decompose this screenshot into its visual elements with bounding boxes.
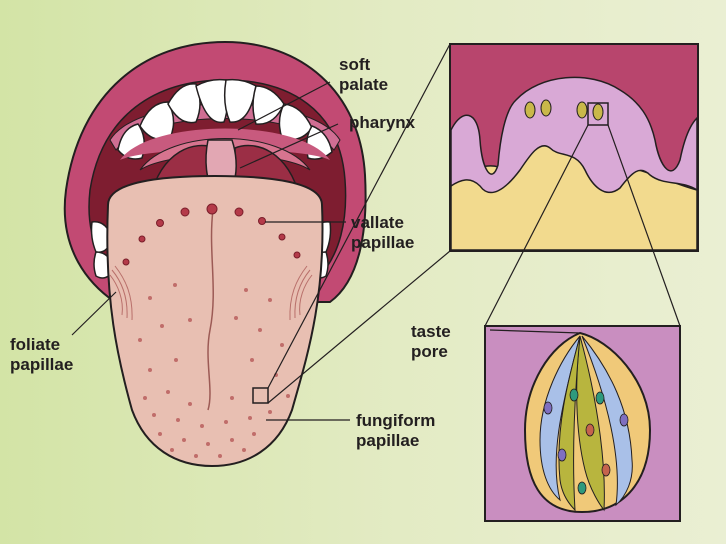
taste-bud-inset	[484, 325, 681, 522]
label-foliate-papillae-line-2: papillae	[10, 355, 74, 374]
taste-bud-cell-green	[576, 335, 605, 512]
cell-nuclei	[543, 388, 629, 495]
label-soft-palate: soft palate	[339, 55, 388, 95]
taste-bud-cell-blue-2	[581, 335, 633, 507]
label-vallate-papillae: vallate papillae	[351, 213, 414, 253]
label-soft-palate-line-1: soft	[339, 55, 371, 74]
upper-teeth	[117, 78, 333, 160]
vallate-papillae-dots	[122, 203, 301, 266]
label-taste-pore-line-2: pore	[411, 342, 448, 361]
taste-bud-detail-box	[587, 102, 609, 126]
foliate-ridges	[109, 265, 313, 321]
taste-bud-cell-blue	[539, 335, 581, 502]
tongue	[106, 174, 324, 468]
label-taste-pore-line-1: taste	[411, 322, 451, 341]
papillae-inset	[449, 43, 699, 252]
label-soft-palate-line-2: palate	[339, 75, 389, 94]
label-fungiform-papillae-line-2: papillae	[356, 431, 420, 450]
connector-lines	[71, 43, 681, 421]
label-fungiform-papillae: fungiform papillae	[356, 411, 435, 451]
label-vallate-papillae-line-2: papillae	[351, 233, 415, 252]
taste-bud-cell-green-2	[558, 335, 581, 512]
mouth-illustration	[63, 40, 367, 468]
label-taste-pore: taste pore	[411, 322, 451, 362]
label-vallate-papillae-line-1: vallate	[351, 213, 404, 232]
taste-buds-small	[524, 99, 604, 121]
label-fungiform-papillae-line-1: fungiform	[356, 411, 436, 430]
papilla-surface	[450, 76, 698, 194]
label-pharynx: pharynx	[349, 113, 416, 132]
tongue-midline	[207, 209, 214, 411]
label-foliate-papillae: foliate papillae	[10, 335, 73, 375]
fungiform-detail-box	[252, 387, 269, 404]
label-foliate-papillae-line-1: foliate	[10, 335, 61, 354]
fungiform-papillae-dots	[138, 283, 290, 458]
